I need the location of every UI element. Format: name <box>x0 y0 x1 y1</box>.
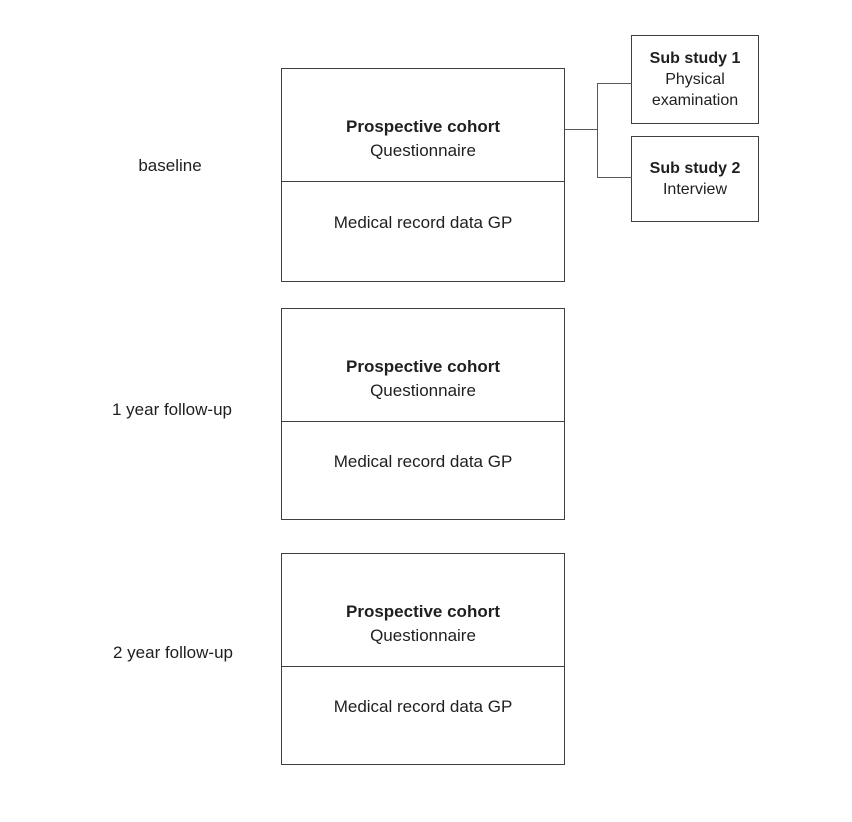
medical-record-compartment: Medical record data GP <box>282 182 564 281</box>
connector-bracket-line <box>597 83 598 178</box>
cohort-box-baseline: Prospective cohort Questionnaire Medical… <box>281 68 565 282</box>
medical-record-compartment: Medical record data GP <box>282 422 564 519</box>
sub-study-2-subtitle: Interview <box>662 181 728 198</box>
questionnaire-compartment: Prospective cohort Questionnaire <box>282 309 564 422</box>
connector-substudy-2-line <box>597 177 632 178</box>
timepoint-label-baseline: baseline <box>138 156 202 175</box>
cohort-subtitle: Questionnaire <box>370 625 476 645</box>
questionnaire-compartment: Prospective cohort Questionnaire <box>282 69 564 182</box>
cohort-subtitle: Questionnaire <box>370 380 476 400</box>
medical-record-text: Medical record data GP <box>333 213 513 232</box>
cohort-subtitle: Questionnaire <box>370 140 476 160</box>
questionnaire-compartment: Prospective cohort Questionnaire <box>282 554 564 667</box>
cohort-title: Prospective cohort <box>346 116 500 136</box>
sub-study-1-title: Sub study 1 <box>649 50 741 67</box>
timepoint-label-1-year: 1 year follow-up <box>111 400 232 419</box>
sub-study-1-box: Sub study 1 Physical examination <box>631 35 759 124</box>
connector-substudy-1-line <box>597 83 632 84</box>
cohort-title: Prospective cohort <box>346 601 500 621</box>
cohort-box-2-year: Prospective cohort Questionnaire Medical… <box>281 553 565 765</box>
medical-record-compartment: Medical record data GP <box>282 667 564 764</box>
sub-study-2-box: Sub study 2 Interview <box>631 136 759 222</box>
sub-study-2-title: Sub study 2 <box>649 160 741 177</box>
timepoint-label-2-year: 2 year follow-up <box>112 643 233 662</box>
cohort-title: Prospective cohort <box>346 356 500 376</box>
connector-cohort-to-bracket-line <box>565 129 598 130</box>
sub-study-1-subtitle: Physical examination <box>651 71 739 109</box>
cohort-box-1-year: Prospective cohort Questionnaire Medical… <box>281 308 565 520</box>
medical-record-text: Medical record data GP <box>333 452 513 471</box>
medical-record-text: Medical record data GP <box>333 697 513 716</box>
